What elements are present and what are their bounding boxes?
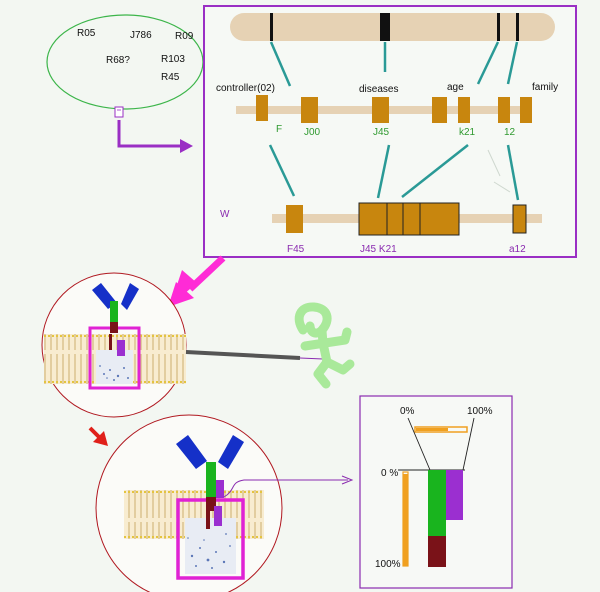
label-j00: J00 <box>304 127 321 138</box>
inset-pointer <box>223 475 354 498</box>
cell-circle-small <box>41 272 187 418</box>
faint-sketch <box>487 149 511 193</box>
label-family: family <box>532 82 558 93</box>
teal-links-top <box>269 41 519 87</box>
document-icon <box>114 106 124 118</box>
code-r09: R09 <box>175 31 194 42</box>
code-cluster: R05 J786 R09 R68? R103 R45 <box>46 14 204 110</box>
label-a12: a12 <box>509 244 526 255</box>
label-f: F <box>276 124 282 135</box>
receptor-large <box>176 435 244 529</box>
code-r68: R68? <box>106 55 130 66</box>
label-controller: controller(02) <box>216 83 275 94</box>
cell-circle-large <box>95 414 283 592</box>
inset-receptor-bars <box>428 470 463 567</box>
label-diseases: diseases <box>359 84 398 95</box>
code-r103: R103 <box>161 54 185 65</box>
needle <box>185 350 324 360</box>
side-level-bar <box>402 471 409 567</box>
code-r05: R05 <box>77 28 96 39</box>
inset-100pct-top: 100% <box>467 406 493 417</box>
inset-0pct-top: 0% <box>400 406 415 417</box>
label-k21: k21 <box>459 127 476 138</box>
top-level-bar <box>414 426 468 433</box>
label-12: 12 <box>504 127 516 138</box>
green-figure <box>294 302 355 389</box>
label-f45: F45 <box>287 244 305 255</box>
magenta-arrow <box>168 255 226 307</box>
chromosome <box>230 13 555 41</box>
purple-arrow <box>117 120 193 153</box>
funnel-lines <box>407 417 475 471</box>
label-age: age <box>447 82 464 93</box>
label-j45: J45 <box>373 127 390 138</box>
code-r45: R45 <box>161 72 180 83</box>
inset-100pct-side: 100% <box>375 559 401 570</box>
gene-track-bottom <box>272 202 542 236</box>
gene-track-middle <box>236 95 532 123</box>
inset-0pct-side: 0 % <box>381 468 398 479</box>
red-arrow <box>88 426 108 446</box>
label-j45-k21: J45 K21 <box>360 244 397 255</box>
teal-links-bottom <box>268 144 520 201</box>
label-w: W <box>220 209 230 220</box>
code-j786: J786 <box>130 30 152 41</box>
receptor-small <box>92 283 139 356</box>
